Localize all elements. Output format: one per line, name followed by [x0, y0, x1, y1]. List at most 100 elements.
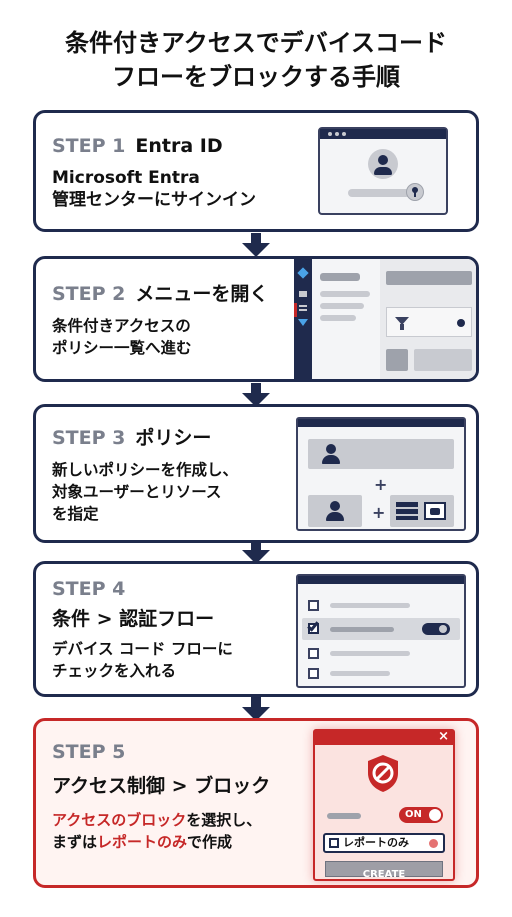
lock-icon	[406, 183, 424, 201]
signin-window-illustration	[318, 127, 448, 215]
step-1-text: STEP 1 Entra ID Microsoft Entra 管理センターにサイ…	[52, 133, 292, 211]
checklist-titlebar	[298, 576, 464, 584]
title-line-2: フローをブロックする手順	[112, 63, 400, 91]
filter-rail-icon	[298, 319, 308, 326]
shield-icon	[365, 753, 401, 793]
arrow-down-icon	[242, 233, 270, 257]
step-5-desc-report-highlight: レポートのみ	[97, 833, 188, 851]
user-icon	[320, 443, 342, 465]
checkbox-empty-icon	[308, 648, 319, 659]
checklist-row-3	[308, 648, 458, 660]
step-3-name: ポリシー	[135, 427, 212, 449]
user-avatar-icon	[368, 149, 398, 179]
list-icon	[299, 305, 307, 311]
checkbox-empty-icon	[308, 600, 319, 611]
arrow-down-icon	[242, 540, 270, 564]
step-4-description: デバイス コード フローに チェックを入れる	[52, 638, 292, 682]
step-3-text: STEP 3 ポリシー 新しいポリシーを作成し、 対象ユーザーとリソース を指定	[52, 425, 292, 525]
step-2-description: 条件付きアクセスの ポリシー一覧へ進む	[52, 315, 292, 359]
step-4-number: STEP 4	[52, 578, 126, 600]
create-label: CREATE	[362, 869, 406, 880]
portal-tile-small	[386, 349, 408, 371]
step-1-desc-line-2: 管理センターにサインイン	[52, 190, 256, 210]
step-5-desc-text-1: を選択し、	[186, 811, 262, 829]
block-dialog-illustration: × ON レポートのみ CREATE	[313, 729, 455, 881]
step-1-desc-line-1: Microsoft Entra	[52, 168, 200, 188]
policy-window-titlebar	[298, 419, 464, 427]
step-5-text: STEP 5 アクセス制御 > ブロック アクセスのブロックを選択し、 まずはレ…	[52, 739, 322, 853]
step-2-desc-line-1: 条件付きアクセスの	[52, 317, 191, 335]
step-5-heading: STEP 5	[52, 739, 322, 765]
dialog-titlebar: ×	[315, 729, 453, 745]
step-2-name: メニューを開く	[135, 283, 269, 305]
entra-logo-icon	[297, 267, 309, 279]
arrow-down-icon	[242, 383, 270, 407]
step-1-card: STEP 1 Entra ID Microsoft Entra 管理センターにサイ…	[33, 110, 479, 232]
step-5-description: アクセスのブロックを選択し、 まずはレポートのみで作成	[52, 809, 322, 853]
step-1-number: STEP 1	[52, 135, 126, 157]
step-4-name: 条件 > 認証フロー	[52, 608, 215, 630]
step-2-number: STEP 2	[52, 283, 126, 305]
arrow-down-icon	[242, 697, 270, 721]
step-3-heading: STEP 3 ポリシー	[52, 425, 292, 451]
auth-flow-illustration	[296, 574, 466, 688]
checklist-row-4	[308, 668, 458, 680]
app-window-icon	[424, 502, 446, 520]
checkbox-empty-icon	[308, 668, 319, 679]
new-policy-illustration: + +	[296, 417, 466, 531]
window-titlebar	[320, 129, 446, 139]
checkbox-empty-icon	[329, 838, 339, 848]
step-5-name: アクセス制御 > ブロック	[52, 775, 271, 797]
dialog-label-bar	[327, 813, 361, 819]
step-3-description: 新しいポリシーを作成し、 対象ユーザーとリソース を指定	[52, 459, 292, 525]
step-2-desc-line-2: ポリシー一覧へ進む	[52, 339, 192, 357]
step-4-desc-line-2: チェックを入れる	[52, 662, 177, 680]
step-5-desc-text-3: で作成	[187, 833, 233, 851]
title-line-1: 条件付きアクセスでデバイスコード	[64, 29, 448, 57]
step-2-heading: STEP 2 メニューを開く	[52, 281, 292, 307]
step-2-text: STEP 2 メニューを開く 条件付きアクセスの ポリシー一覧へ進む	[52, 279, 292, 359]
step-5-card: STEP 5 アクセス制御 > ブロック アクセスのブロックを選択し、 まずはレ…	[33, 718, 479, 888]
step-1-heading: STEP 1 Entra ID	[52, 133, 292, 159]
step-1-name: Entra ID	[135, 135, 223, 157]
filter-icon	[395, 317, 409, 325]
window-dots	[328, 132, 358, 136]
step-2-card: STEP 2 メニューを開く 条件付きアクセスの ポリシー一覧へ進む	[33, 256, 479, 382]
page-title: 条件付きアクセスでデバイスコード フローをブロックする手順	[0, 26, 512, 94]
step-3-desc-line-2: 対象ユーザーとリソース	[52, 483, 222, 501]
on-toggle-label: ON	[405, 809, 422, 820]
step-4-card: STEP 4 条件 > 認証フロー デバイス コード フローに チェックを入れる	[33, 561, 479, 697]
step-3-desc-line-3: を指定	[52, 505, 99, 523]
password-field	[348, 189, 410, 197]
portal-header-bar	[386, 271, 472, 285]
step-3-number: STEP 3	[52, 427, 126, 449]
home-icon	[299, 291, 307, 297]
step-4-text: STEP 4 条件 > 認証フロー デバイス コード フローに チェックを入れる	[52, 576, 292, 682]
create-button-illus: CREATE	[325, 861, 443, 880]
step-5-desc-text-2: まずは	[52, 833, 98, 851]
close-icon: ×	[438, 729, 449, 744]
report-only-label: レポートのみ	[343, 836, 409, 849]
checkbox-checked-icon	[308, 623, 319, 634]
portal-sidebar	[312, 259, 380, 379]
policy-filter-row	[386, 307, 472, 337]
user-group-box	[308, 495, 362, 527]
user-icon	[324, 500, 346, 522]
step-4-heading: STEP 4	[52, 576, 292, 602]
step-5-desc-block-highlight: アクセスのブロック	[52, 811, 187, 829]
step-3-desc-line-1: 新しいポリシーを作成し、	[52, 461, 239, 479]
users-assignment-box	[308, 439, 454, 469]
plus-sign-1: +	[374, 475, 388, 494]
report-only-option: レポートのみ	[323, 833, 445, 853]
plus-sign-2: +	[372, 503, 386, 522]
server-icon	[396, 502, 418, 520]
portal-nav-rail	[294, 259, 312, 379]
resources-box	[390, 495, 454, 527]
step-5-number: STEP 5	[52, 741, 126, 763]
step-4-desc-line-1: デバイス コード フローに	[52, 640, 233, 658]
on-toggle: ON	[399, 807, 443, 823]
portal-illustration	[294, 259, 476, 379]
step-1-description: Microsoft Entra 管理センターにサインイン	[52, 167, 292, 211]
radio-selected-icon	[429, 839, 438, 848]
